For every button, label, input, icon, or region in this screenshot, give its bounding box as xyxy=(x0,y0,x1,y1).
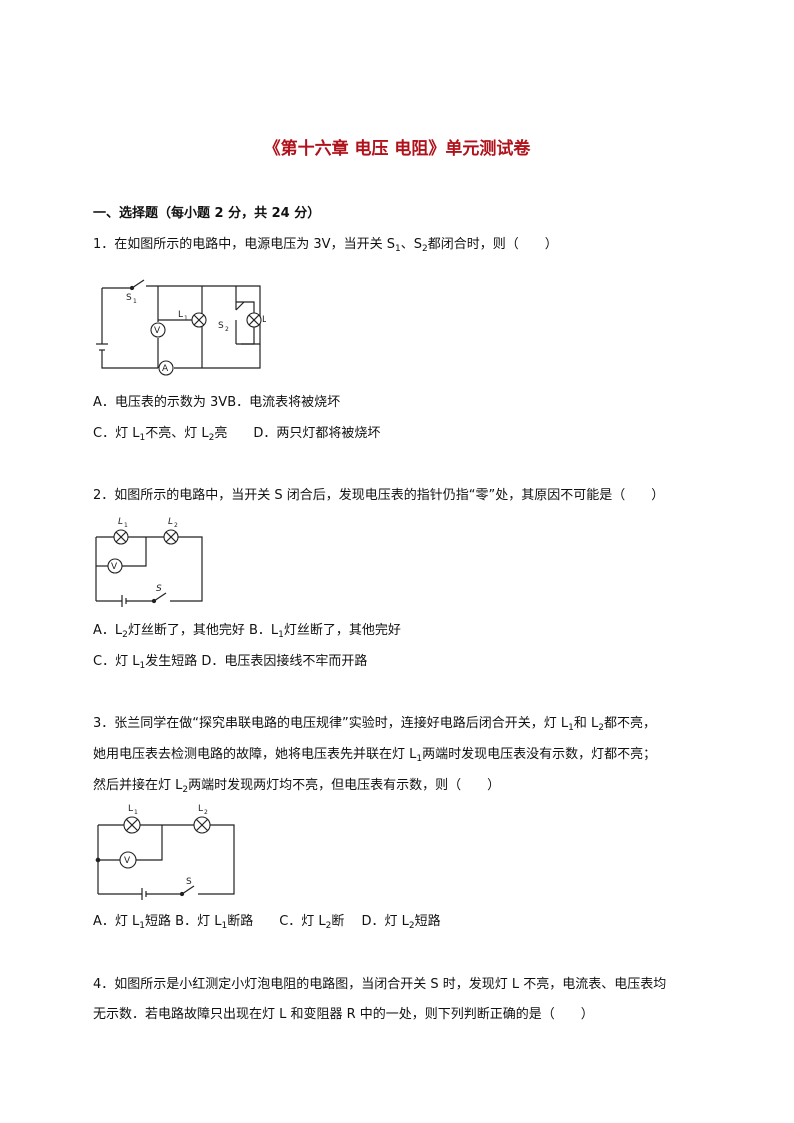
q4-stem-line1: 4．如图所示是小红测定小灯泡电阻的电路图，当闭合开关 S 时，发现灯 L 不亮，… xyxy=(93,977,667,992)
q2-options-line2: C．灯 L1发生短路 D．电压表因接线不牢而开路 xyxy=(93,654,368,671)
q1-stem: 1．在如图所示的电路中，电源电压为 3V，当开关 S1、S2都闭合时，则（ ） xyxy=(93,237,558,254)
q3-stem-line1: 3．张兰同学在做“探究串联电路的电压规律”实验时，连接好电路后闭合开关，灯 L1… xyxy=(93,716,656,733)
q3-stem-line3: 然后并接在灯 L2两端时发现两灯均不亮，但电压表有示数，则（ ） xyxy=(93,778,501,795)
q1-options-line2: C．灯 L1不亮、灯 L2亮 D．两只灯都将被烧坏 xyxy=(93,426,381,443)
q2-stem: 2．如图所示的电路中，当开关 S 闭合后，发现电压表的指针仍指“零”处，其原因不… xyxy=(93,488,665,503)
svg-text:V: V xyxy=(124,856,131,866)
svg-text:1: 1 xyxy=(124,522,128,529)
q4-stem-line2: 无示数．若电路故障只出现在灯 L 和变阻器 R 中的一处，则下列判断正确的是（ … xyxy=(93,1007,594,1022)
svg-text:L: L xyxy=(168,517,173,527)
svg-text:L: L xyxy=(178,310,183,320)
svg-text:S: S xyxy=(126,293,132,303)
q3-options: A．灯 L1短路 B．灯 L1断路 C．灯 L2断 D．灯 L2短路 xyxy=(93,914,441,931)
svg-text:S: S xyxy=(186,877,192,887)
q2-options-line1: A．L2灯丝断了，其他完好 B．L1灯丝断了，其他完好 xyxy=(93,623,401,640)
svg-text:1: 1 xyxy=(134,809,138,816)
svg-text:A: A xyxy=(162,364,169,374)
svg-text:2: 2 xyxy=(225,326,229,333)
svg-text:V: V xyxy=(154,326,161,336)
svg-text:L: L xyxy=(128,804,133,814)
svg-text:L: L xyxy=(198,804,203,814)
svg-text:1: 1 xyxy=(184,315,188,322)
svg-text:2: 2 xyxy=(204,809,208,816)
ammeter-icon xyxy=(158,360,174,376)
voltmeter-icon xyxy=(150,322,166,338)
svg-text:S: S xyxy=(218,321,224,331)
svg-text:L: L xyxy=(118,517,123,527)
q1-options-line1: A．电压表的示数为 3VB．电流表将被烧坏 xyxy=(93,395,341,410)
page-title: 《第十六章 电压 电阻》单元测试卷 xyxy=(263,139,531,159)
svg-text:2: 2 xyxy=(174,522,178,529)
svg-text:L: L xyxy=(262,315,266,325)
q3-stem-line2: 她用电压表去检测电路的故障，她将电压表先并联在灯 L1两端时发现电压表没有示数，… xyxy=(93,747,657,764)
svg-text:1: 1 xyxy=(133,298,137,305)
svg-text:V: V xyxy=(111,562,118,572)
svg-text:S: S xyxy=(156,584,162,594)
section-heading: 一、选择题（每小题 2 分，共 24 分） xyxy=(93,206,321,221)
